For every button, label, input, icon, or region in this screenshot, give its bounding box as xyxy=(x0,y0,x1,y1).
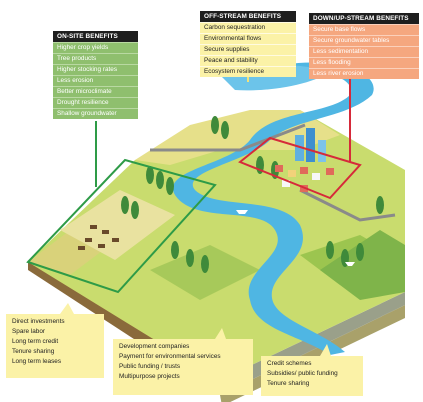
offstream-benefits-panel: OFF-STREAM BENEFITS Carbon sequestration… xyxy=(200,11,296,77)
onsite-instruments-callout: Direct investments Spare labor Long term… xyxy=(6,314,104,378)
instrument-item: Credit schemes xyxy=(267,360,312,367)
callout-credit xyxy=(261,344,363,396)
instrument-item: Long term credit xyxy=(12,338,59,345)
offstream-benefit-item: Ecosystem resilience xyxy=(200,66,296,77)
offstream-benefit-item: Carbon sequestration xyxy=(200,22,296,33)
credit-instruments-callout: Credit schemes Subsidies/ public funding… xyxy=(261,356,363,396)
callout-public xyxy=(113,328,253,395)
instrument-item: Public funding / trusts xyxy=(119,363,181,370)
onsite-benefit-item: Drought resilience xyxy=(53,97,138,108)
instrument-item: Multipurpose projects xyxy=(119,373,180,380)
updown-benefits-header: DOWN/UP-STREAM BENEFITS xyxy=(309,13,419,24)
road xyxy=(150,123,306,152)
offstream-benefit-item: Peace and stability xyxy=(200,55,296,66)
road-2 xyxy=(299,188,396,222)
offstream-benefit-item: Secure supplies xyxy=(200,44,296,55)
cattle xyxy=(78,225,119,250)
onsite-benefit-item: Higher crop yields xyxy=(53,42,138,53)
offstream-benefits-header: OFF-STREAM BENEFITS xyxy=(200,11,296,22)
onsite-benefit-item: Tree products xyxy=(53,53,138,64)
updown-benefit-item: Secure groundwater tables xyxy=(309,35,419,46)
updown-benefits-panel: DOWN/UP-STREAM BENEFITS Secure base flow… xyxy=(309,13,419,79)
instrument-item: Direct investments xyxy=(12,318,65,325)
boats xyxy=(236,210,355,266)
onsite-frame xyxy=(26,158,217,294)
trees xyxy=(121,116,384,273)
onsite-benefits-header: ON-SITE BENEFITS xyxy=(53,31,138,42)
instrument-item: Development companies xyxy=(119,343,190,350)
land-surface xyxy=(28,110,405,380)
updown-frame xyxy=(238,136,362,200)
updown-benefit-item: Less sedimentation xyxy=(309,46,419,57)
hill-right xyxy=(320,230,405,300)
onsite-benefit-item: Shallow groundwater xyxy=(53,108,138,119)
callout-onsite xyxy=(6,303,104,378)
updown-benefit-item: Less river erosion xyxy=(309,68,419,79)
instrument-item: Payment for environmental services xyxy=(119,353,221,360)
updown-benefit-item: Less flooding xyxy=(309,57,419,68)
instrument-item: Spare labor xyxy=(12,328,46,335)
onsite-benefits-panel: ON-SITE BENEFITS Higher crop yields Tree… xyxy=(53,31,138,119)
updown-benefit-item: Secure base flows xyxy=(309,24,419,35)
onsite-benefit-item: Higher stocking rates xyxy=(53,64,138,75)
instrument-item: Tenure sharing xyxy=(12,348,55,355)
instrument-item: Subsidies/ public funding xyxy=(267,370,338,377)
onsite-benefit-item: Less erosion xyxy=(53,75,138,86)
instrument-item: Tenure sharing xyxy=(267,380,310,387)
public-instruments-callout: Development companies Payment for enviro… xyxy=(113,339,253,395)
pasture xyxy=(60,190,175,260)
instrument-item: Long term leases xyxy=(12,358,62,365)
offstream-benefit-item: Environmental flows xyxy=(200,33,296,44)
river xyxy=(172,62,374,356)
onsite-benefit-item: Better microclimate xyxy=(53,86,138,97)
